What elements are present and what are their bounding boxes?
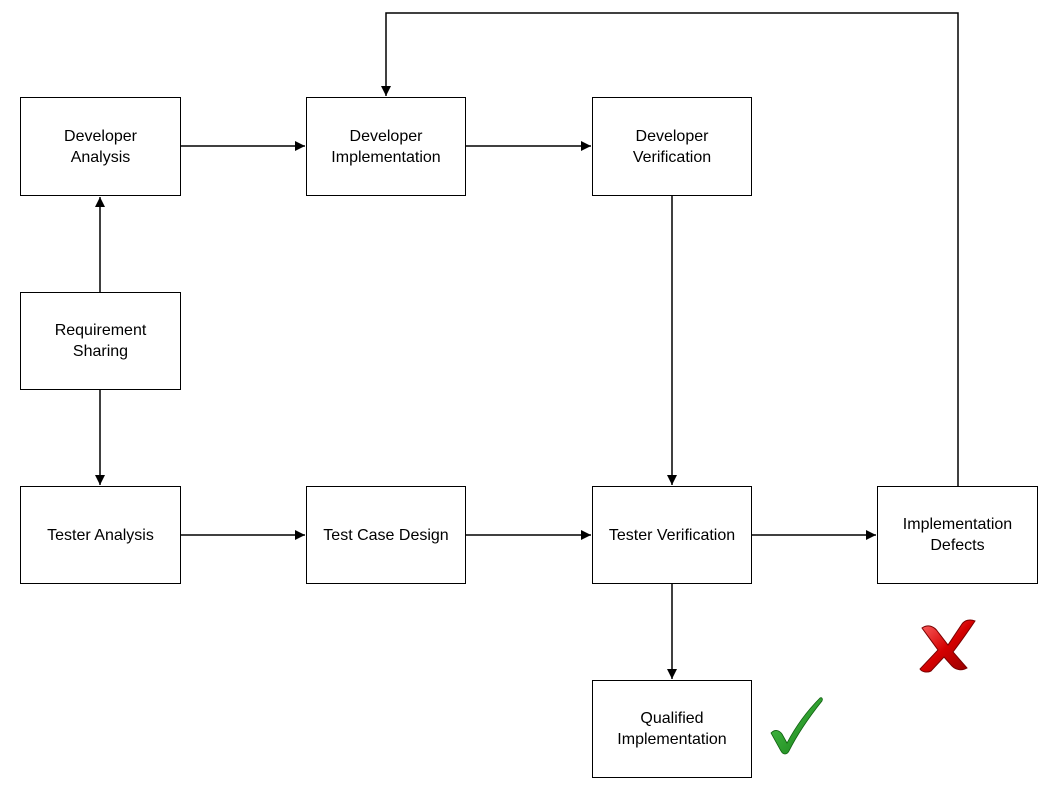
node-developer-verification: Developer Verification bbox=[592, 97, 752, 196]
red-cross-icon bbox=[919, 619, 976, 673]
node-implementation-defects: Implementation Defects bbox=[877, 486, 1038, 584]
node-label: Tester Analysis bbox=[47, 526, 154, 544]
node-test-case-design: Test Case Design bbox=[306, 486, 466, 584]
node-label: Developer Verification bbox=[632, 127, 712, 166]
node-label: Test Case Design bbox=[323, 526, 449, 544]
node-tester-verification: Tester Verification bbox=[592, 486, 752, 584]
node-requirement-sharing: Requirement Sharing bbox=[20, 292, 181, 390]
node-tester-analysis: Tester Analysis bbox=[20, 486, 181, 584]
node-label: Developer Implementation bbox=[331, 127, 441, 166]
node-label: Qualified Implementation bbox=[617, 710, 727, 748]
edge-defects-to-developer-implementation bbox=[381, 12, 959, 486]
node-developer-analysis: Developer Analysis bbox=[20, 97, 181, 196]
node-developer-implementation: Developer Implementation bbox=[306, 97, 466, 196]
node-label: Tester Verification bbox=[608, 526, 736, 544]
node-qualified-implementation: Qualified Implementation bbox=[592, 680, 752, 778]
node-label: Implementation Defects bbox=[902, 516, 1013, 554]
node-label: Developer Analysis bbox=[64, 127, 137, 166]
green-check-icon bbox=[770, 697, 823, 755]
node-label: Requirement Sharing bbox=[54, 322, 147, 360]
